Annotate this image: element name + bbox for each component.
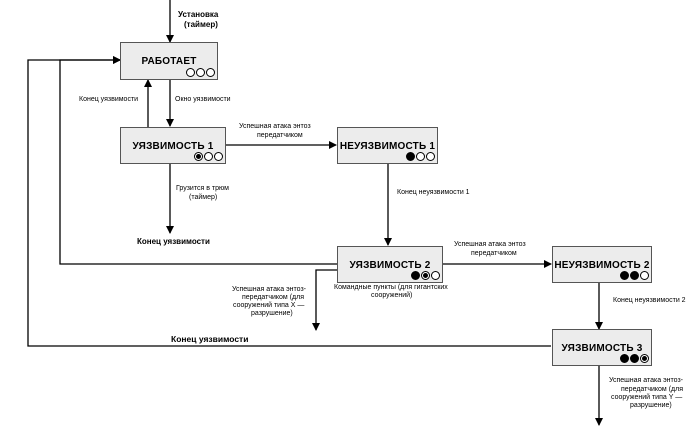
label-vuln-end-1: Конец уязвимости: [79, 96, 139, 103]
label-attack-x-2: передатчиком (для: [242, 294, 304, 301]
state-vuln-2-title: УЯЗВИМОСТЬ 2: [349, 260, 431, 271]
dot-empty: [186, 68, 195, 77]
dot-empty: [416, 152, 425, 161]
dot-full: [411, 271, 420, 280]
label-invuln-end-1: Конец неуязвимости 1: [397, 189, 470, 196]
label-attack-2a: Успешная атака энтоз: [454, 241, 526, 248]
dot-empty: [640, 271, 649, 280]
label-attack-y-2: передатчиком (для: [621, 386, 683, 393]
state-invuln-2-title: НЕУЯЗВИМОСТЬ 2: [554, 260, 650, 271]
state-vuln-3: УЯЗВИМОСТЬ 3: [552, 329, 652, 366]
label-install: Установка: [178, 10, 219, 19]
dot-full: [620, 271, 629, 280]
label-attack-1b: передатчиком: [257, 132, 303, 139]
state-vuln-1-dots: [194, 152, 223, 161]
state-invuln-1-title: НЕУЯЗВИМОСТЬ 1: [339, 141, 436, 152]
dot-empty: [206, 68, 215, 77]
dot-empty: [196, 68, 205, 77]
label-attack-y-1: Успешная атака энтоз-: [609, 377, 684, 384]
dot-empty: [426, 152, 435, 161]
state-invuln-1-dots: [406, 152, 435, 161]
state-vuln-1: УЯЗВИМОСТЬ 1: [120, 127, 226, 164]
dot-empty: [214, 152, 223, 161]
state-vuln-2: УЯЗВИМОСТЬ 2: [337, 246, 443, 283]
label-cargo-b: (таймер): [189, 194, 218, 201]
label-vuln-end-3: Конец уязвимости: [171, 334, 249, 344]
label-command-2: сооружений): [371, 292, 413, 299]
dot-half: [194, 152, 203, 161]
arrow-attack-x: [312, 269, 337, 331]
dot-empty: [204, 152, 213, 161]
dot-half: [640, 354, 649, 363]
label-attack-x-1: Успешная атака энтоз-: [232, 286, 307, 293]
state-invuln-2: НЕУЯЗВИМОСТЬ 2: [552, 246, 652, 283]
state-works-title: РАБОТАЕТ: [141, 56, 197, 67]
label-attack-x-4: разрушение): [251, 310, 293, 317]
dot-full: [630, 271, 639, 280]
state-invuln-2-dots: [620, 271, 649, 280]
state-works-dots: [186, 68, 215, 77]
dot-full: [620, 354, 629, 363]
dot-full: [406, 152, 415, 161]
label-attack-y-3: сооружений типа Y —: [611, 394, 683, 401]
label-attack-y-4: разрушение): [630, 402, 672, 409]
label-invuln-end-2: Конец неуязвимости 2: [613, 297, 686, 304]
arrow-vuln-end-3: [27, 56, 551, 347]
label-vuln-window: Окно уязвимости: [175, 96, 231, 103]
label-install-timer: (таймер): [184, 20, 218, 29]
dot-full: [630, 354, 639, 363]
state-invuln-1: НЕУЯЗВИМОСТЬ 1: [337, 127, 438, 164]
state-vuln-3-title: УЯЗВИМОСТЬ 3: [561, 343, 643, 354]
label-attack-1a: Успешная атака энтоз: [239, 123, 311, 130]
state-vuln-1-title: УЯЗВИМОСТЬ 1: [132, 141, 214, 152]
label-attack-2b: передатчиком: [471, 250, 517, 257]
dot-half: [421, 271, 430, 280]
label-vuln-end-2: Конец уязвимости: [137, 237, 210, 246]
state-works: РАБОТАЕТ: [120, 42, 218, 80]
label-cargo-a: Грузится в трюм: [176, 185, 229, 192]
state-vuln-2-dots: [411, 271, 440, 280]
label-command-1: Командные пункты (для гигантских: [334, 284, 448, 291]
state-vuln-3-dots: [620, 354, 649, 363]
label-attack-x-3: сооружений типа X —: [233, 302, 305, 309]
dot-empty: [431, 271, 440, 280]
